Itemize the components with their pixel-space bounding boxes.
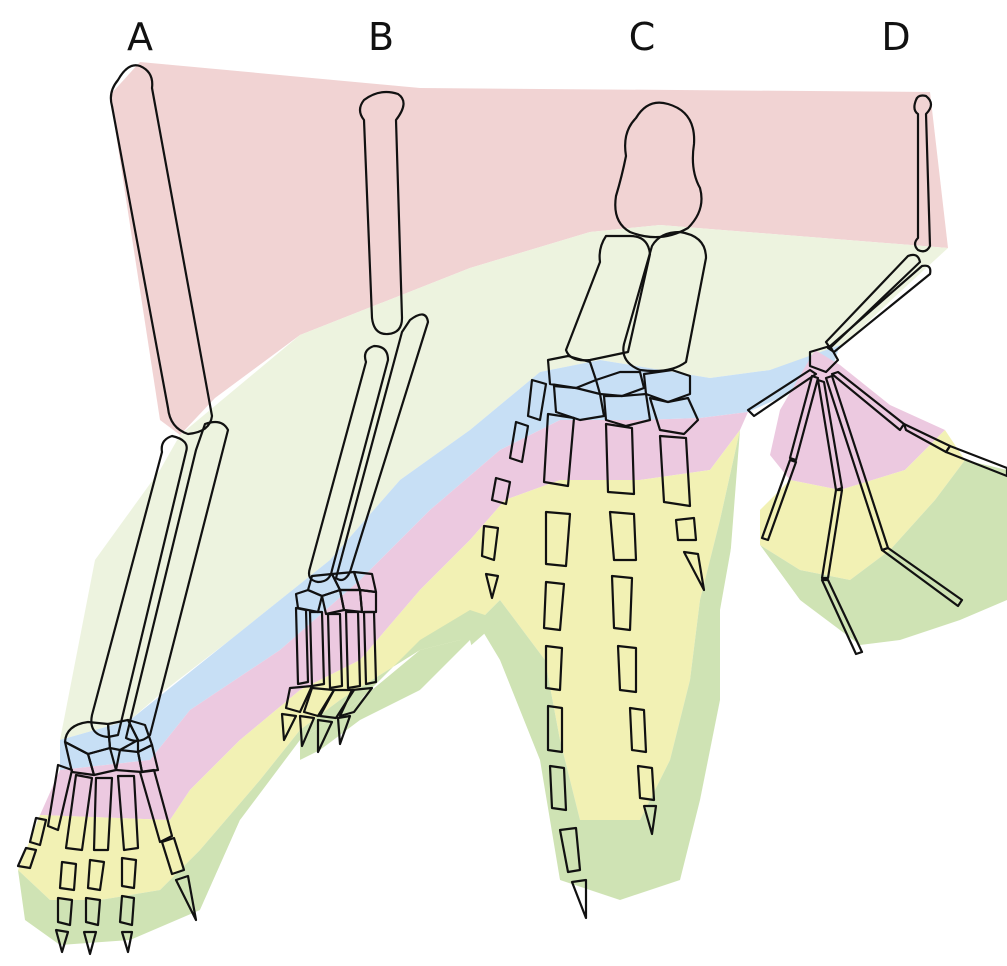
- limb-labels: A B C D: [127, 15, 911, 59]
- label-b: B: [368, 15, 394, 59]
- label-c: C: [629, 15, 656, 59]
- label-a: A: [127, 15, 153, 59]
- label-d: D: [881, 15, 910, 59]
- carpals-a: [65, 720, 158, 775]
